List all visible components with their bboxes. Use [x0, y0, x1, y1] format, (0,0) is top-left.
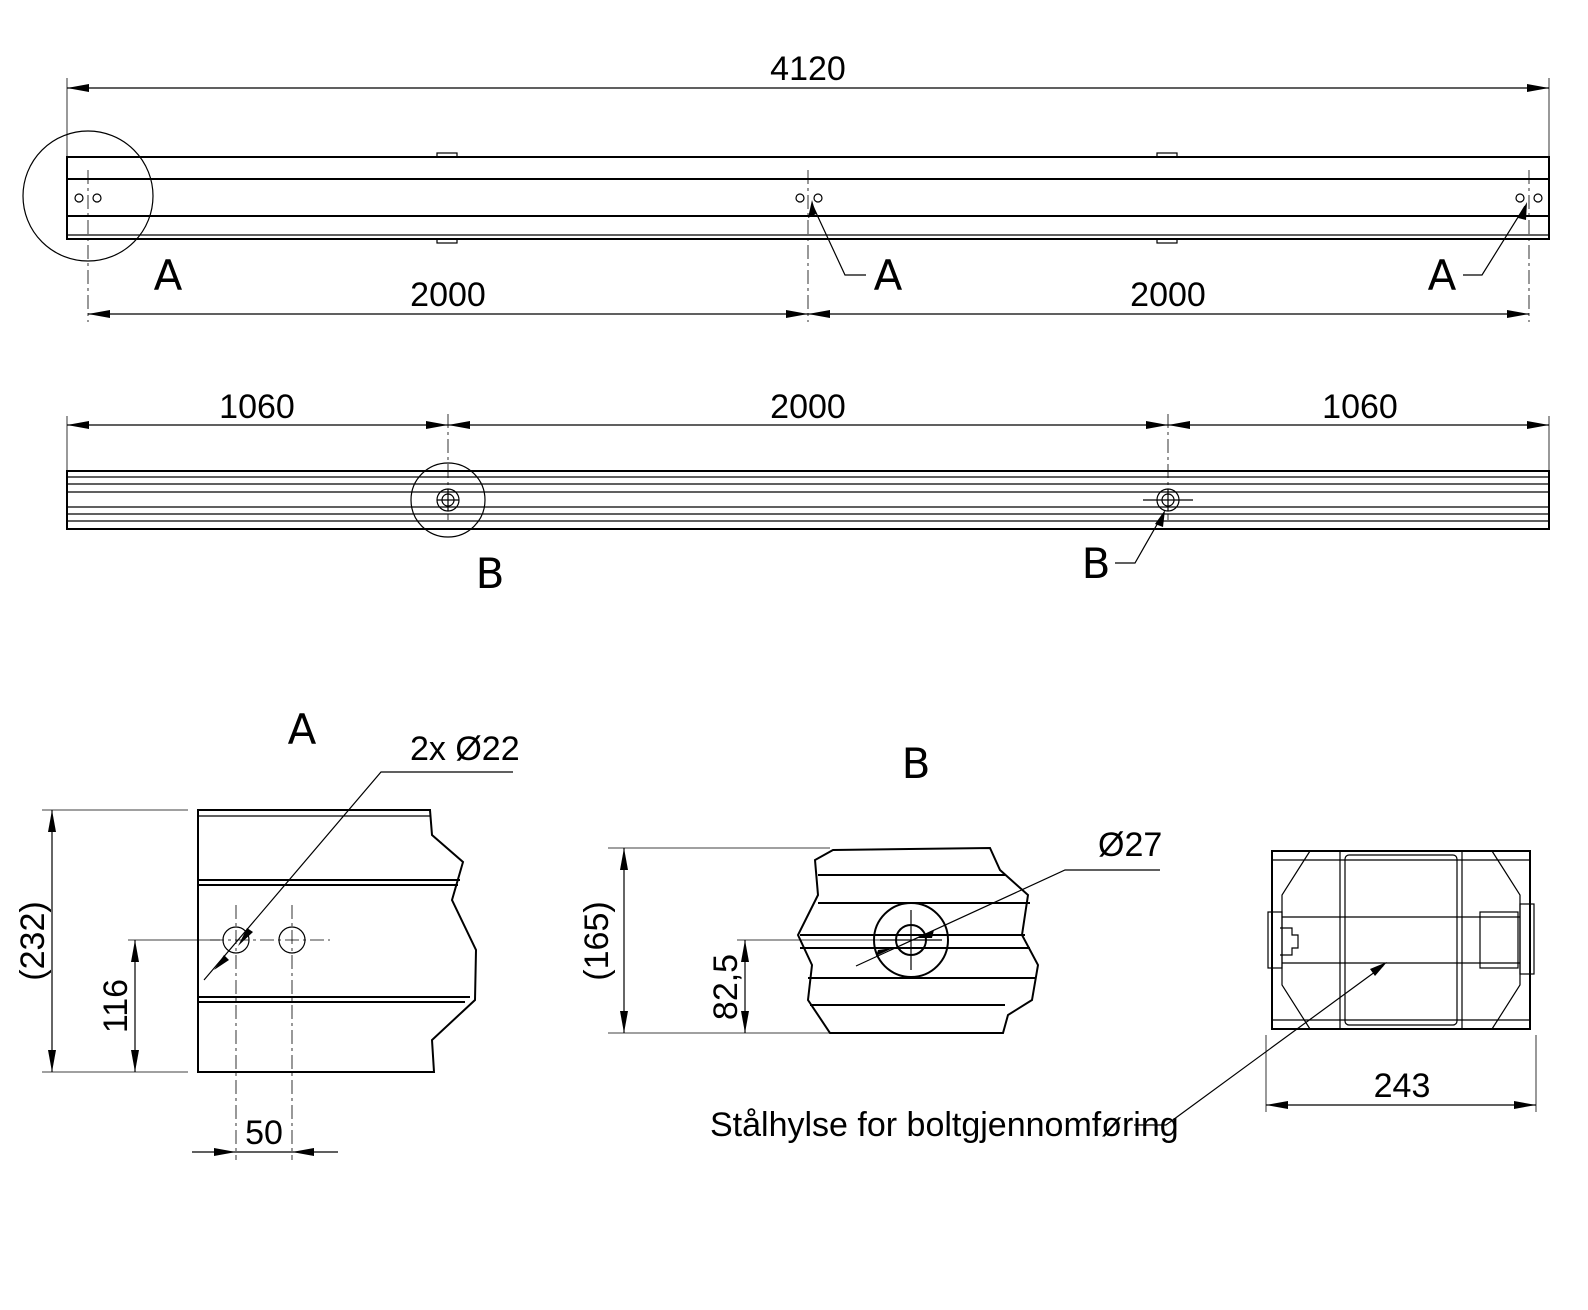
dim-detail-a-hole-spacing: 50	[245, 1114, 283, 1152]
beam-side-outline	[66, 470, 1550, 530]
dim-end-width: 243	[1374, 1067, 1431, 1105]
hole	[1533, 193, 1543, 203]
dim-side-middle: 2000	[770, 388, 846, 426]
dim-detail-a-hole-height: 116	[97, 979, 135, 1033]
dim-detail-b-hole-height: 82,5	[707, 954, 745, 1020]
hole	[74, 193, 84, 203]
detail-b-title: B	[902, 739, 931, 788]
detail-a-title: A	[288, 705, 317, 754]
detail-a-outline	[197, 809, 478, 1073]
detail-b: B (165) 82,5 Ø27	[578, 739, 1162, 1034]
dim-detail-a-height: (232)	[14, 901, 52, 980]
dim-spacing-right: 2000	[1130, 276, 1206, 314]
hole	[1515, 193, 1525, 203]
dim-side-end-left: 1060	[219, 388, 295, 426]
callout-b-left: B	[476, 549, 505, 598]
detail-a: A (232) 116 50 2x	[14, 705, 520, 1160]
top-view: 4120 2000 2000 A A	[22, 50, 1550, 322]
hole	[92, 193, 102, 203]
callout-a-right: A	[1428, 251, 1457, 300]
callout-b-right: B	[1082, 539, 1111, 588]
detail-b-circle	[410, 462, 486, 538]
dim-detail-a-holes: 2x Ø22	[410, 730, 520, 768]
detail-a-circle	[22, 130, 154, 262]
hole	[813, 193, 823, 203]
dim-spacing-left: 2000	[410, 276, 486, 314]
note-steel-sleeve: Stålhylse for boltgjennomføring	[710, 1106, 1179, 1144]
callout-a-mid: A	[874, 251, 903, 300]
dim-detail-b-hole: Ø27	[1098, 826, 1162, 864]
side-view: 1060 2000 1060 B B	[66, 388, 1550, 598]
dim-detail-b-height: (165)	[578, 901, 616, 980]
end-view: 243 Stålhylse for boltgjennomføring	[710, 850, 1537, 1144]
hole	[795, 193, 805, 203]
end-view-outline	[1271, 850, 1531, 1030]
dim-overall-length: 4120	[770, 50, 846, 88]
dim-side-end-right: 1060	[1322, 388, 1398, 426]
detail-b-outline	[796, 846, 1040, 1034]
callout-a-left: A	[154, 251, 183, 300]
